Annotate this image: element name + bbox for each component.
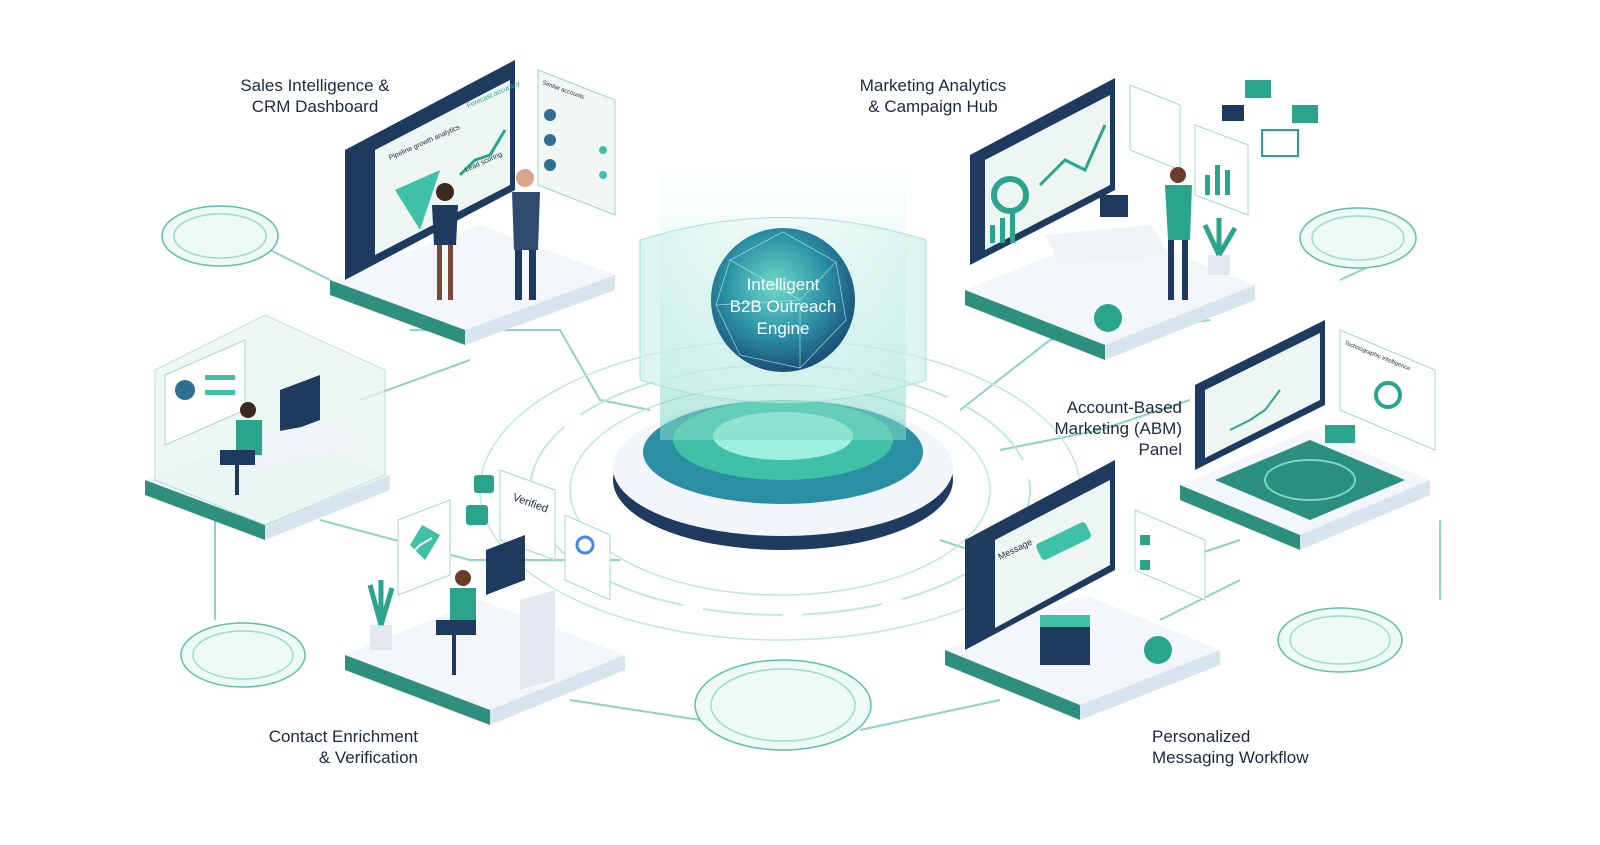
core-engine: Intelligent B2B Outreach Engine <box>613 160 953 550</box>
grid-circles <box>161 205 1417 751</box>
envelope-icons <box>1222 80 1318 157</box>
core-title-line-3: Engine <box>757 319 810 338</box>
gear-icon-messaging <box>1144 636 1172 664</box>
gear-icon <box>1094 304 1122 332</box>
module-marketing-analytics <box>965 78 1318 360</box>
label-abm-panel: Account-Based Marketing (ABM) Panel <box>1054 398 1182 459</box>
funnel-graphic <box>395 170 440 230</box>
grid-circle-bottom-left <box>180 622 306 688</box>
person-man-sales <box>512 169 540 300</box>
plant-right <box>1202 218 1238 275</box>
grid-circle-top-right <box>1299 207 1417 269</box>
module-sales-intelligence: Pipeline growth analytics Forecast accur… <box>330 60 616 345</box>
core-orb <box>711 228 855 372</box>
label-sales-intelligence: Sales Intelligence & CRM Dashboard <box>240 76 390 116</box>
module-contact-enrichment: Verified <box>345 469 625 725</box>
module-workstation-left <box>145 314 390 540</box>
label-messaging-workflow: Personalized Messaging Workflow <box>1152 727 1309 767</box>
grid-circle-bottom-right <box>1277 607 1403 673</box>
person-at-desk-left <box>220 402 262 495</box>
person-woman-sales <box>432 183 458 300</box>
label-marketing-analytics: Marketing Analytics & Campaign Hub <box>859 76 1007 116</box>
core-title-line-1: Intelligent <box>747 275 820 294</box>
person-at-desk-bottom-left <box>436 570 476 675</box>
label-contact-enrichment: Contact Enrichment & Verification <box>268 727 418 767</box>
grid-circle-top-left <box>161 205 279 267</box>
person-woman-marketing <box>1165 167 1192 300</box>
module-messaging-workflow: Message <box>945 460 1220 720</box>
module-abm-panel: Technographic intelligence <box>1180 320 1436 550</box>
grid-circle-bottom-center <box>694 659 872 751</box>
core-title-line-2: B2B Outreach <box>730 297 837 316</box>
plant-left <box>367 580 395 650</box>
